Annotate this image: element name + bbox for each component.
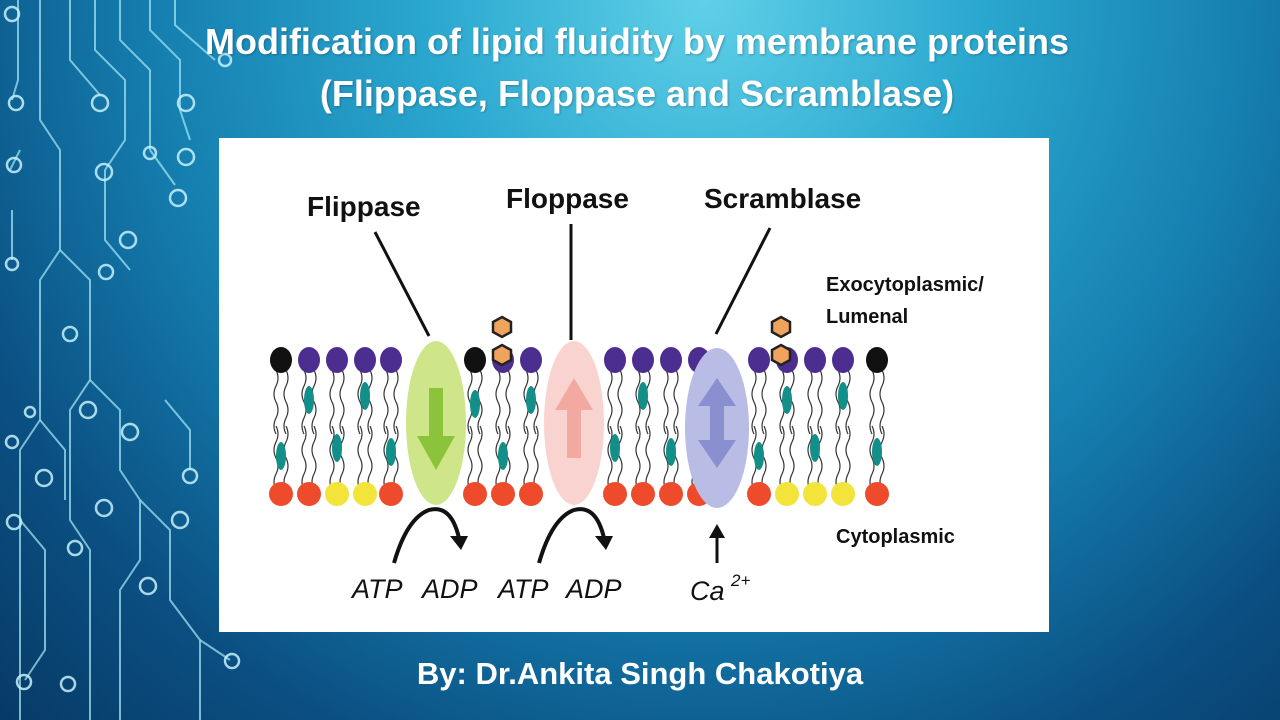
exocytoplasmic-label: Exocytoplasmic/ xyxy=(826,274,984,296)
membrane-diagram: Flippase Floppase Scramblase Exocytoplas… xyxy=(269,183,984,606)
membrane-diagram-panel: Flippase Floppase Scramblase Exocytoplas… xyxy=(219,138,1049,632)
flippase-reaction-arrow xyxy=(392,507,461,564)
floppase-atp-label: ATP xyxy=(496,574,549,604)
floppase-reaction-arrow xyxy=(537,507,606,564)
scramblase-pointer-line xyxy=(714,227,772,335)
slide-title-line2: (Flippase, Floppase and Scramblase) xyxy=(319,73,955,114)
flippase-adp-label: ADP xyxy=(420,574,478,604)
calcium-arrowhead-icon xyxy=(709,524,725,538)
calcium-label: Ca xyxy=(690,576,725,606)
calcium-charge-label: 2+ xyxy=(730,571,750,590)
floppase-arrowhead-icon xyxy=(595,536,613,550)
cytoplasmic-label: Cytoplasmic xyxy=(836,526,955,548)
flippase-label: Flippase xyxy=(307,191,421,222)
circuit-decoration xyxy=(3,0,241,720)
scramblase-arrow-both-icon xyxy=(698,378,736,468)
scramblase-label: Scramblase xyxy=(704,183,861,214)
floppase-label: Floppase xyxy=(506,183,629,214)
floppase-adp-label: ADP xyxy=(564,574,622,604)
flippase-arrow-down-icon xyxy=(417,388,455,470)
flippase-arrowhead-icon xyxy=(450,536,468,550)
lumenal-label: Lumenal xyxy=(826,306,908,328)
floppase-arrow-up-icon xyxy=(555,378,593,458)
author-byline: By: Dr.Ankita Singh Chakotiya xyxy=(416,656,864,691)
slide-title-line1: Modification of lipid fluidity by membra… xyxy=(204,21,1070,62)
flippase-atp-label: ATP xyxy=(350,574,403,604)
lipid-hexagon-icon xyxy=(491,315,792,367)
flippase-pointer-line xyxy=(373,231,431,337)
